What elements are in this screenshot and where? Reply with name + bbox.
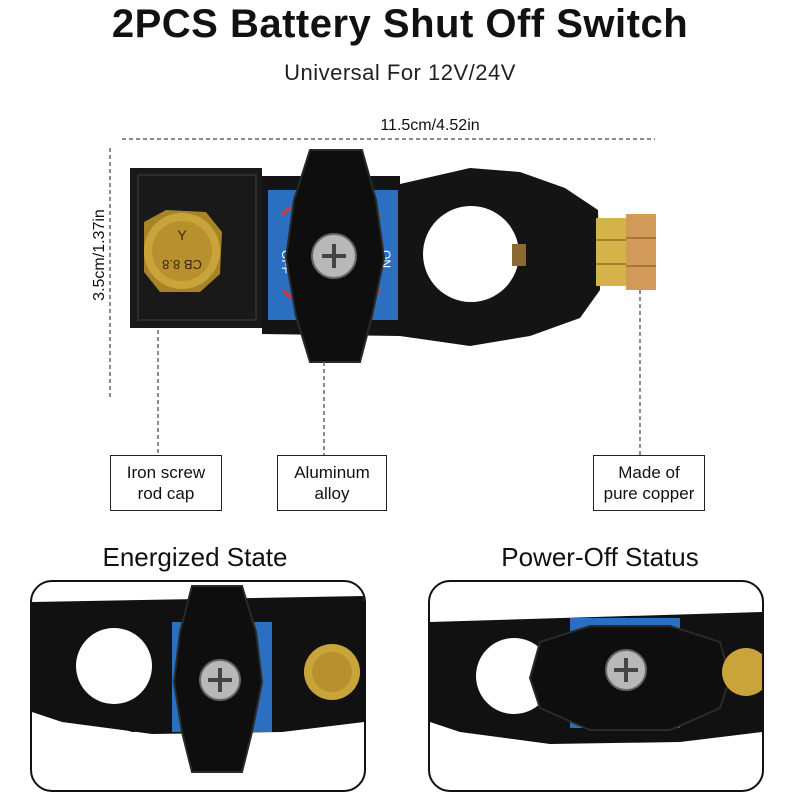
power-off-illustration (430, 612, 762, 744)
side-screw (512, 244, 526, 266)
callout-aluminum-line1: Aluminum (294, 463, 370, 482)
energized-illustration (32, 585, 364, 773)
energized-mounting-hole (76, 628, 152, 704)
mounting-hole (423, 206, 519, 302)
callout-iron-screw-line1: Iron screw (126, 463, 206, 482)
energized-state-title: Energized State (102, 542, 288, 572)
left-housing-inner (137, 174, 257, 321)
power-off-bolt (722, 648, 762, 696)
copper-terminal (596, 214, 656, 290)
energized-state-panel (30, 580, 366, 792)
callout-aluminum: Aluminum alloy (277, 455, 387, 511)
bolt-mark-bottom: CB 8.8 (162, 257, 202, 272)
iron-screw-rod-cap: Y CB 8.8 (144, 210, 222, 292)
callout-iron-screw-line2: rod cap (137, 484, 195, 503)
power-off-status-title: Power-Off Status (501, 542, 699, 572)
length-dimension-label: 11.5cm/4.52in (380, 117, 480, 134)
callout-copper: Made of pure copper (593, 455, 705, 511)
bolt-mark-top: Y (177, 227, 187, 243)
callout-copper-line2: pure copper (603, 484, 695, 503)
plate-arrow-left (280, 205, 293, 300)
callout-aluminum-line2: alloy (314, 484, 350, 503)
callout-iron-screw: Iron screw rod cap (110, 455, 222, 511)
power-off-mounting-hole (476, 638, 552, 714)
power-off-status-panel (428, 580, 764, 792)
page-title: 2PCS Battery Shut Off Switch (111, 2, 689, 46)
page-subtitle: Universal For 12V/24V (284, 60, 516, 85)
callout-copper-line1: Made of (618, 463, 680, 482)
knob-screw-cross (322, 244, 346, 268)
